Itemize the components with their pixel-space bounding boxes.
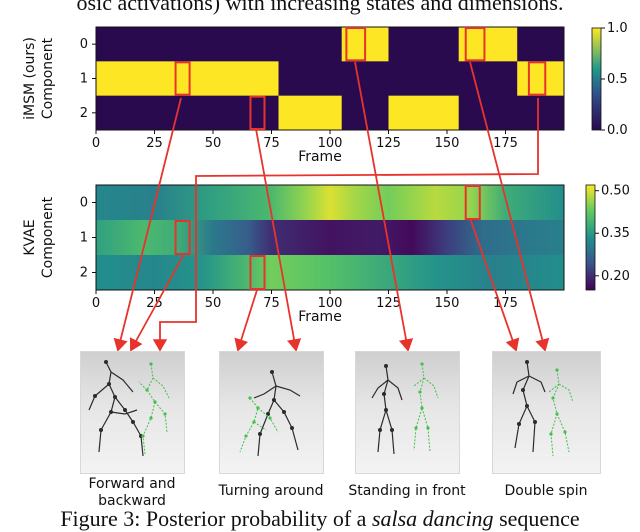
heatmap-row	[96, 220, 564, 255]
arrow-kvae-forward	[129, 255, 184, 352]
label-line: Double spin	[504, 483, 588, 499]
colorbar	[585, 184, 596, 291]
caption-suffix: sequence	[493, 506, 580, 531]
thumbnail-forward-backward	[80, 351, 185, 474]
colorbar-tick-label: 0.50	[601, 184, 630, 199]
arrow-imsm-spin	[469, 61, 550, 352]
highlight-box	[464, 27, 486, 62]
caption-prefix: Figure 3: Posterior probability of a	[60, 506, 372, 531]
caption-italic: salsa dancing	[371, 506, 494, 531]
highlight-box	[527, 61, 547, 96]
arrow-annotations	[113, 61, 550, 352]
arrow-imsm-forward-path	[152, 98, 539, 352]
x-tick-label: 100	[318, 296, 343, 311]
x-tick-label: 50	[205, 296, 222, 311]
arrow-kvae-turning	[234, 289, 258, 352]
arrow-imsm-standing	[354, 61, 414, 352]
label-line: Forward and	[88, 476, 176, 492]
arrow-imsm-turning	[255, 128, 302, 352]
label-standing-front: Standing in front	[347, 483, 467, 500]
x-tick-label: 175	[493, 136, 518, 151]
x-tick-label: 125	[376, 296, 401, 311]
label-line: Turning around	[218, 483, 324, 499]
label-turning-around: Turning around	[211, 483, 331, 500]
highlight-box	[249, 95, 266, 130]
colorbar-tick-label: 0.35	[601, 226, 630, 241]
y-tick-label: 2	[80, 266, 88, 281]
y-tick-label: 1	[80, 72, 88, 87]
arrow-imsm-forward	[113, 97, 182, 352]
active-segment	[278, 95, 342, 130]
row-group-label: iMSM (ours)	[22, 37, 38, 120]
colorbar-tick-label: 1.0	[607, 21, 628, 36]
active-segment	[388, 95, 459, 130]
x-tick-label: 75	[263, 296, 280, 311]
label-line: Standing in front	[348, 483, 466, 499]
colorbar	[591, 27, 602, 131]
x-tick-label: 125	[376, 136, 401, 151]
x-tick-label: 75	[263, 136, 280, 151]
highlight-box	[174, 61, 191, 96]
y-tick-label: 2	[80, 106, 88, 121]
top-text: osic activations) with increasing states…	[76, 0, 564, 15]
x-tick-label: 0	[92, 136, 100, 151]
x-tick-label: 175	[493, 296, 518, 311]
x-tick-label: 0	[92, 296, 100, 311]
x-axis-label: Frame	[298, 149, 342, 165]
x-tick-label: 150	[435, 296, 460, 311]
heatmap-row	[96, 185, 564, 220]
label-forward-backward: Forward and backward	[72, 476, 192, 510]
thumbnail-double-spin	[492, 351, 601, 474]
colorbar-tick-label: 0.5	[607, 72, 628, 87]
skeleton-image-2	[239, 370, 301, 457]
x-tick-label: 50	[205, 136, 222, 151]
skeleton-image-3	[371, 362, 439, 455]
label-double-spin: Double spin	[486, 483, 606, 500]
y-tick-label: 0	[80, 196, 88, 211]
x-tick-label: 100	[318, 136, 343, 151]
highlight-box	[174, 220, 191, 255]
highlight-box	[464, 185, 481, 220]
x-axis-label: Frame	[298, 309, 342, 325]
active-segment	[517, 61, 564, 96]
skeleton-image-4	[512, 360, 574, 457]
highlight-box	[249, 255, 266, 290]
label-line: backward	[98, 493, 166, 509]
y-axis-label: Component	[40, 37, 56, 119]
thumbnail-turning-around	[219, 351, 324, 474]
skeleton-image-1	[88, 360, 170, 457]
highlight-box	[345, 27, 367, 62]
arrow-kvae-spin	[469, 217, 520, 352]
row-group-label: KVAE	[22, 219, 38, 255]
colorbar-tick-label: 0.20	[601, 269, 630, 284]
figure-caption: Figure 3: Posterior probability of a sal…	[0, 506, 640, 532]
thumbnail-standing-front	[355, 351, 460, 474]
x-tick-label: 150	[435, 136, 460, 151]
active-segment	[458, 27, 518, 62]
active-segment	[96, 61, 279, 96]
y-tick-label: 0	[80, 37, 88, 52]
y-tick-label: 1	[80, 231, 88, 246]
y-axis-label: Component	[40, 196, 56, 278]
colorbar-tick-label: 0.0	[607, 123, 628, 138]
x-tick-label: 25	[146, 136, 163, 151]
